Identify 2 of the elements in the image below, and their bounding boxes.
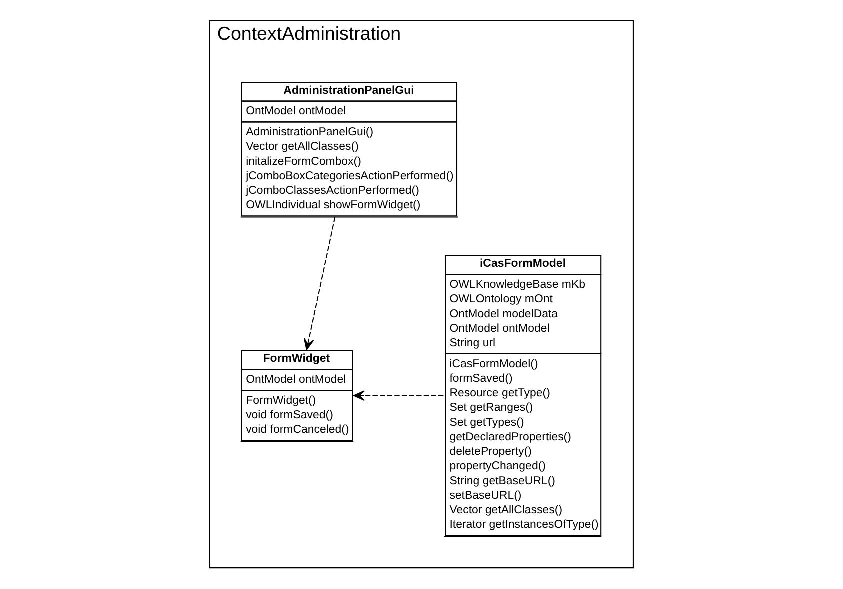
arrow	[304, 217, 336, 350]
arrow	[354, 390, 444, 401]
